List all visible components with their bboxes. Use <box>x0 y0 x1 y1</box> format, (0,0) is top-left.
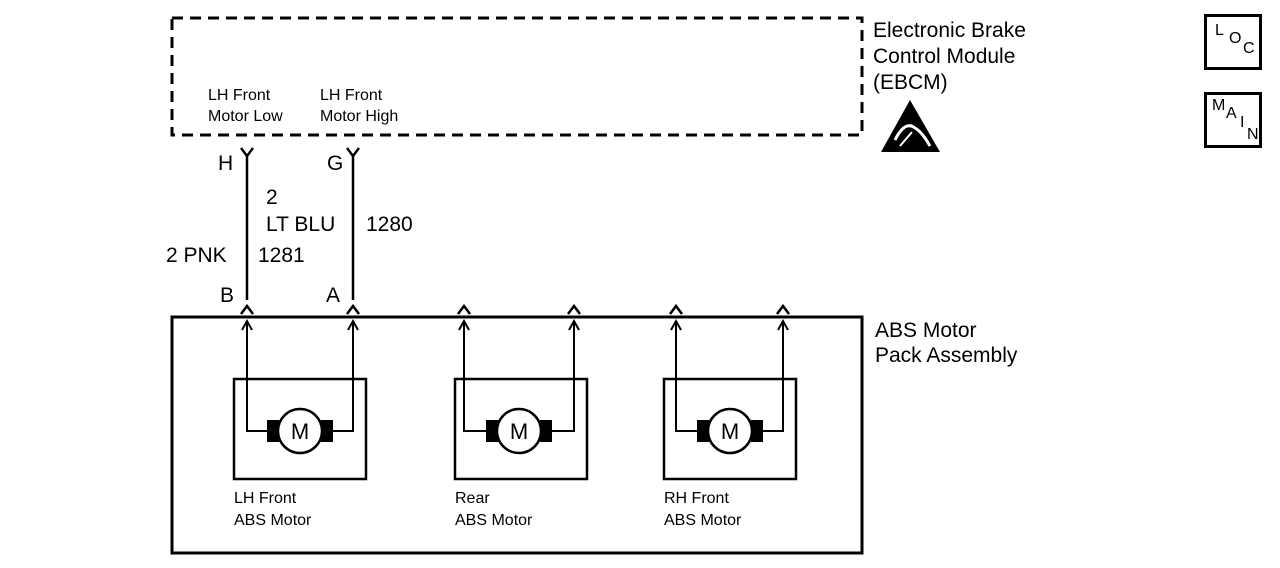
ebcm-label-line3: (EBCM) <box>873 71 948 94</box>
motor-label-line2: ABS Motor <box>234 512 312 529</box>
motor-symbol: M <box>510 419 528 444</box>
connector-h-label: H <box>218 152 233 175</box>
motor-box <box>453 377 589 481</box>
motor-wire-left <box>246 322 272 432</box>
motor-wire-left <box>675 322 702 432</box>
loc-icon-letter-l: L <box>1215 22 1224 39</box>
motor-label-line2: ABS Motor <box>664 512 742 529</box>
motor-symbol: M <box>291 419 309 444</box>
motor-wire-left <box>463 322 491 432</box>
main-icon-letter-m: M <box>1212 97 1226 114</box>
motor-pack-label-line1: ABS Motor <box>875 319 977 342</box>
wire-arrow <box>241 318 253 331</box>
motor-box <box>662 377 798 481</box>
wire-arrow <box>458 318 470 331</box>
wire-blu-color: LT BLU <box>266 213 335 236</box>
ebcm-label-line2: Control Module <box>873 45 1015 68</box>
wire-arrow <box>347 318 359 331</box>
esd-warning-icon <box>881 100 940 152</box>
motor-wire-right <box>328 322 354 432</box>
motor-wire-right <box>758 322 784 432</box>
pin-label-low-line2: Motor Low <box>208 108 283 125</box>
motor-icon <box>495 407 543 455</box>
motor-icon <box>276 407 324 455</box>
connector-chevron <box>776 303 790 315</box>
wire-blu-circuit: 1280 <box>366 213 413 236</box>
ebcm-label-line1: Electronic Brake <box>873 19 1026 42</box>
main-icon[interactable]: M A I N <box>1204 92 1262 148</box>
wire-pnk-label: 2 PNK <box>166 244 227 267</box>
motor-brush <box>697 420 709 442</box>
motor-pack-label-line2: Pack Assembly <box>875 344 1018 367</box>
motor-label-line1: LH Front <box>234 490 297 507</box>
wire-arrow <box>568 318 580 331</box>
motor-brush <box>751 420 763 442</box>
motor-wire-right <box>547 322 575 432</box>
connector-g-symbol <box>346 147 360 159</box>
connector-a-label: A <box>326 284 340 307</box>
connector-chevron <box>457 303 471 315</box>
main-icon-letter-n: N <box>1247 126 1259 143</box>
motor-brush <box>540 420 552 442</box>
loc-icon[interactable]: L O C <box>1204 14 1262 70</box>
motor-label-line1: RH Front <box>664 490 729 507</box>
pin-label-high-line2: Motor High <box>320 108 398 125</box>
connector-chevron <box>669 303 683 315</box>
wire-pnk-circuit: 1281 <box>258 244 305 267</box>
wire-arrow <box>670 318 682 331</box>
main-icon-letter-i: I <box>1240 114 1245 131</box>
main-icon-letter-a: A <box>1226 105 1237 122</box>
motor-pack-outline <box>170 315 864 555</box>
motor-label-line1: Rear <box>455 490 490 507</box>
loc-icon-letter-o: O <box>1229 30 1242 47</box>
ebcm-dashed-outline <box>170 16 864 137</box>
motor-brush <box>267 420 279 442</box>
motor-brush <box>321 420 333 442</box>
motor-icon <box>706 407 754 455</box>
motor-brush <box>486 420 498 442</box>
connector-chevron <box>567 303 581 315</box>
wire-arrow <box>777 318 789 331</box>
connector-g-label: G <box>327 152 343 175</box>
pin-label-high-line1: LH Front <box>320 87 383 104</box>
loc-icon-letter-c: C <box>1243 40 1255 57</box>
motor-box <box>232 377 368 481</box>
connector-chevron <box>240 303 254 315</box>
pin-label-low-line1: LH Front <box>208 87 271 104</box>
motor-label-line2: ABS Motor <box>455 512 533 529</box>
connector-b-label: B <box>220 284 234 307</box>
motor-symbol: M <box>721 419 739 444</box>
connector-h-symbol <box>240 147 254 159</box>
wire-blu-gauge: 2 <box>266 186 278 209</box>
connector-chevron <box>346 303 360 315</box>
